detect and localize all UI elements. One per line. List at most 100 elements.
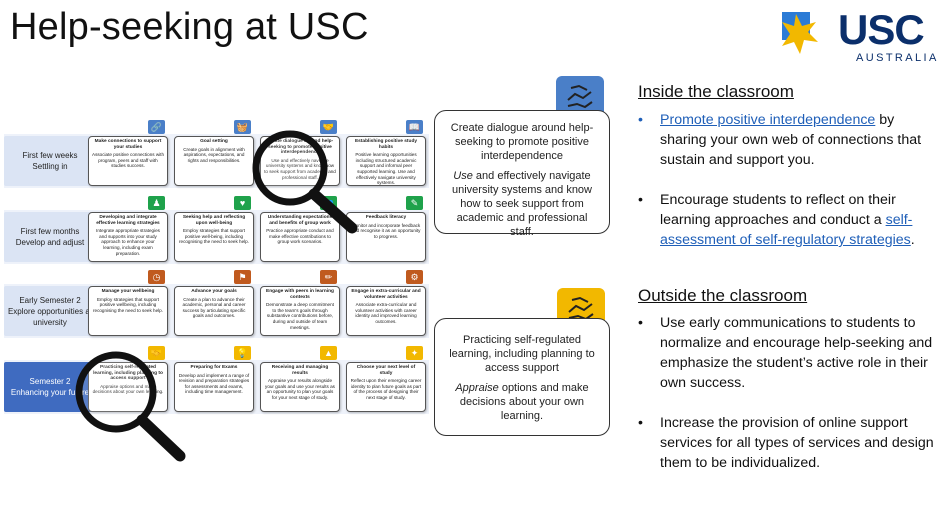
stage-card-body: Monitor and incorporate feedback and rec… (351, 222, 421, 239)
row-label-line2: Explore opportunities at university (7, 306, 93, 327)
stage-card: Seeking help and reflecting upon well-be… (174, 212, 254, 262)
stage-card-body: Reflect upon their emerging career ident… (350, 378, 422, 400)
hands-icon: 🤝 (148, 346, 165, 360)
stage-card-body: Positive learning opportunities includin… (355, 152, 417, 186)
lightbulb-icon: 💡 (234, 346, 251, 360)
callout-bottom-heading: Practicing self-regulated learning, incl… (449, 334, 595, 374)
callout-top-body: Use and effectively navigate university … (445, 169, 599, 239)
callout-top-body-text: and effectively navigate university syst… (452, 170, 592, 238)
usc-logo: USC AUSTRALIA (778, 6, 940, 68)
outside-b1-text: Use early communications to students to … (660, 315, 933, 391)
stage-card-body: Create goals in alignment with aspiratio… (183, 146, 245, 163)
compass-icon: ✦ (406, 346, 423, 360)
promote-interdependence-link[interactable]: Promote positive interdependence (660, 112, 876, 128)
stage-card-title: Make connections to support your studies (94, 139, 162, 150)
stage-card-body: Employ strategies that support positive … (179, 228, 249, 245)
callout-top: Create dialogue around help-seeking to p… (434, 110, 610, 238)
heart-icon: ♥ (234, 196, 251, 210)
callout-bottom-body-em: Appraise (455, 382, 499, 394)
stage-card: Understanding expectations and benefits … (260, 212, 340, 262)
stage-card-title: Create dialogue around help-seeking to p… (267, 139, 334, 155)
list-item: •Increase the provision of online suppor… (638, 415, 934, 471)
stage-card-title: Developing and integrate effective learn… (96, 215, 160, 226)
book-icon: 📖 (406, 120, 423, 134)
stage-card-title: Understanding expectations and benefits … (267, 215, 333, 226)
inside-b2-post: . (910, 232, 915, 248)
callout-bottom-body: Appraise options and make decisions abou… (445, 381, 599, 423)
self-assessment-link[interactable]: self-assessment of self-regulatory strat… (660, 212, 913, 248)
list-item: •Encourage students to reflect on their … (638, 192, 915, 248)
stage-card-body: Practice appropriate conduct and make ef… (266, 228, 334, 245)
chart-icon: ▲ (320, 346, 337, 360)
strategy-icon: ♟ (148, 196, 165, 210)
callout-bottom: Practicing self-regulated learning, incl… (434, 318, 610, 436)
callout-top-body-em: Use (453, 170, 473, 182)
hands-icon (556, 76, 604, 116)
inside-b1-text: by sharing your own web of connections t… (660, 112, 922, 168)
stage-card: Developing and integrate effective learn… (88, 212, 168, 262)
row-label-line1: First few weeks (22, 151, 78, 160)
link-icon: 🔗 (148, 120, 165, 134)
row-label-line1: Semester 2 (29, 377, 71, 386)
row-label-line1: Early Semester 2 (19, 295, 81, 305)
magnifier-icon (75, 351, 186, 462)
stage-card-title: Receiving and managing results (271, 365, 329, 376)
gear-icon: ⚙ (406, 270, 423, 284)
clock-icon: ◷ (148, 270, 165, 284)
stage-card-title: Seeking help and reflecting upon well-be… (182, 215, 246, 226)
stage-card-body: Integrate appropriate strategies and sup… (96, 228, 160, 256)
row-label-line2: Settling in (32, 162, 68, 171)
row-label-line1: First few months (20, 227, 80, 236)
stage-card-body: Develop and implement a range of revisio… (178, 372, 250, 395)
feedback-icon: ✎ (406, 196, 423, 210)
stage-card-title: Engage in extra-curricular and volunteer… (351, 289, 421, 300)
stage-card-body: Employ strategies that support positive … (93, 296, 163, 313)
inside-heading: Inside the classroom (638, 82, 794, 101)
stage-card-body: Create a plan to advance their academic,… (182, 296, 246, 319)
flag-icon: ⚑ (234, 270, 251, 284)
logo-wordmark: USC (838, 6, 925, 53)
stage-card-title: Advance your goals (191, 289, 237, 294)
row-label-line2: Enhancing your future (10, 388, 90, 397)
stage-card-title: Engage with peers in learning contexts (266, 289, 334, 300)
stage-card-title: Choose your next level of study (356, 365, 416, 376)
basket-icon: 🧺 (234, 120, 251, 134)
stage-card: Make connections to support your studies… (88, 136, 168, 186)
stage-card-body: Appraise your results alongside your goa… (265, 378, 335, 400)
outside-list: •Use early communications to students to… (638, 313, 943, 493)
stage-card-body: Associate extra-curricular and volunteer… (355, 302, 417, 324)
callout-top-heading: Create dialogue around help-seeking to p… (450, 122, 594, 162)
list-item: •Promote positive interdependence by sha… (638, 112, 922, 168)
hands-icon: 🤝 (320, 120, 337, 134)
page-title: Help-seeking at USC (10, 6, 369, 48)
stage-card-title: Practicing self-regulated learning, incl… (93, 365, 163, 381)
row-label-line2: Develop and adjust (15, 238, 85, 247)
inside-list: •Promote positive interdependence by sha… (638, 110, 943, 270)
outside-heading: Outside the classroom (638, 286, 808, 305)
stage-card-title: Goal setting (200, 139, 228, 144)
callout-bottom-body-text: options and make decisions about your ow… (459, 382, 589, 422)
list-item: •Use early communications to students to… (638, 315, 933, 391)
stage-card-title: Feedback literacy (365, 215, 407, 220)
stage-card-body: Demonstrate a deep commitment to the tea… (266, 302, 334, 330)
inside-b2-text: Encourage students to reflect on their l… (660, 192, 896, 228)
stage-card-title: Preparing for Exams (190, 365, 238, 370)
magnifier-icon (252, 130, 358, 234)
stage-card: Engage in extra-curricular and volunteer… (346, 286, 426, 336)
stage-card-body: Appraise options and make decisions abou… (93, 384, 164, 395)
usc-logo-icon (782, 12, 818, 54)
logo-subtitle: AUSTRALIA (856, 52, 939, 64)
stage-card-title: Establishing positive study habits (354, 139, 418, 150)
